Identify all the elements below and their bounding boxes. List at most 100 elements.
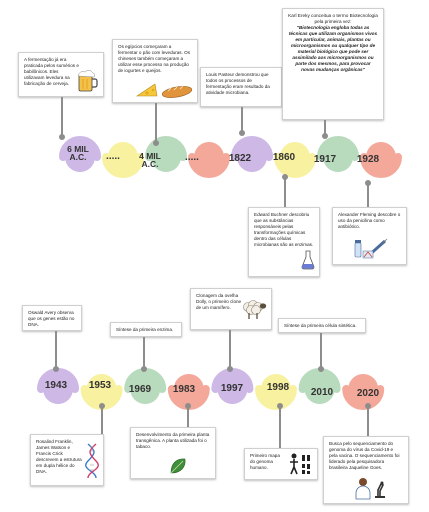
note-text: Louis Pasteur demonstrou que todos os pr… xyxy=(206,72,270,95)
scientist-microscope-icon xyxy=(355,478,385,500)
note-text: Busca pelo sequenciamento do genoma do v… xyxy=(329,441,400,470)
milestone-circle xyxy=(151,142,181,172)
note-1953: Rosalind Franklin, James Watson e Franci… xyxy=(30,434,104,486)
pin-dot xyxy=(226,366,233,372)
timeline-arc xyxy=(360,153,402,178)
pin-1953 xyxy=(101,405,103,434)
timeline-arc xyxy=(317,136,359,161)
pin-dot xyxy=(52,366,59,372)
milestone-circle xyxy=(261,374,291,404)
note-1928: Alexander Fleming descobre o uso da peni… xyxy=(332,207,407,265)
milestone-circle xyxy=(237,142,267,172)
dna-icon xyxy=(85,443,99,479)
milestone-label-1928: 1928 xyxy=(356,154,380,165)
milestone-label-1860: 1860 xyxy=(272,152,296,163)
milestone-circle xyxy=(194,142,224,172)
note-text: A fermentação já era praticada pelos sum… xyxy=(24,57,79,86)
note-1969: Síntese da primeira enzima. xyxy=(110,322,182,337)
milestone-label-6mil: 6 MIL A.C. xyxy=(67,144,89,162)
milestone-label-1917: 1917 xyxy=(313,154,337,165)
pin-dot xyxy=(317,366,324,372)
milestone-circle xyxy=(217,374,248,404)
pin-1928 xyxy=(367,182,369,207)
milestone-label-1983: 1983 xyxy=(172,384,196,395)
milestone-label-dots-1: ..... xyxy=(106,151,120,162)
pin-dot xyxy=(58,134,65,140)
timeline-arc xyxy=(59,136,101,161)
note-text: Edward Buchner descobriu que as substânc… xyxy=(254,212,314,247)
note-1943: Oswald Avery observa que os genes estão … xyxy=(22,305,82,331)
milestone-circle xyxy=(108,142,138,172)
milestone-label-dots-2: ..... xyxy=(185,152,199,163)
timeline-arc xyxy=(102,153,144,178)
flask-icon xyxy=(301,250,315,270)
note-1997: Clonagem da ovelha Dolly, o primeiro clo… xyxy=(190,288,272,330)
milestone-circle xyxy=(366,142,396,172)
pin-dot xyxy=(364,403,371,409)
pin-dot xyxy=(98,403,105,409)
note-text: Primeiro mapa do genoma humano. xyxy=(250,453,280,470)
milestone-label-1997: 1997 xyxy=(220,383,244,394)
timeline-arc xyxy=(37,368,79,393)
timeline-arc xyxy=(231,136,273,161)
human-genome-icon xyxy=(290,453,310,475)
pin-2020 xyxy=(367,405,369,436)
note-1860: Edward Buchner descobriu que as substânc… xyxy=(248,207,320,277)
note-text: Oswald Avery observa que os genes estão … xyxy=(28,310,75,327)
pin-2010 xyxy=(320,333,322,367)
pin-1917 xyxy=(324,120,326,134)
milestone-circle xyxy=(130,374,161,404)
note-1917: Karl Ereky conceitua o termo Biotecnolog… xyxy=(282,8,384,120)
note-text: Clonagem da ovelha Dolly, o primeiro clo… xyxy=(196,293,242,310)
milestone-circle xyxy=(86,374,117,404)
timeline-arc xyxy=(124,368,167,393)
note-4mil: Os egípcios começaram a fermentar o pão … xyxy=(112,39,198,103)
timeline-arc xyxy=(274,153,316,178)
milestone-circle xyxy=(304,374,335,404)
note-1822: Louis Pasteur demonstrou que todos os pr… xyxy=(200,67,282,107)
milestone-circle xyxy=(280,142,310,172)
note-text: Os egípcios começaram a fermentar o pão … xyxy=(118,44,191,73)
milestone-label-1969: 1969 xyxy=(128,384,152,395)
timeline-arc xyxy=(342,385,385,410)
milestone-circle xyxy=(43,374,73,404)
milestone-circle xyxy=(348,374,379,404)
vaccine-icon xyxy=(354,238,388,259)
note-text: Desenvolvimento da primeira planta trans… xyxy=(136,432,210,449)
bread-icon xyxy=(161,85,193,98)
pin-1997 xyxy=(229,330,231,368)
pin-1822 xyxy=(241,107,243,131)
milestone-label-1943: 1943 xyxy=(44,380,68,391)
pin-6mil xyxy=(61,97,63,135)
milestone-circle xyxy=(323,142,353,172)
milestone-label-1953: 1953 xyxy=(88,380,112,391)
note-quote: "Biotecnologia engloba todas as técnicas… xyxy=(288,25,378,72)
milestone-label-2010: 2010 xyxy=(310,387,334,398)
note-text: Síntese da primeira enzima. xyxy=(116,327,174,332)
milestone-label-1998: 1998 xyxy=(266,382,290,393)
note-2010: Síntese da primeira célula sintética. xyxy=(278,318,366,333)
note-text: Rosalind Franklin, James Watson e Franci… xyxy=(36,439,82,474)
pin-dot xyxy=(238,130,245,136)
pin-dot xyxy=(321,133,328,139)
pin-1860 xyxy=(284,176,286,207)
sheep-icon xyxy=(243,300,267,319)
timeline-arc xyxy=(255,385,297,410)
milestone-label-1822: 1822 xyxy=(228,153,252,164)
milestone-circle xyxy=(65,142,95,172)
pin-1969 xyxy=(143,337,145,367)
milestone-label-2020: 2020 xyxy=(356,388,380,399)
beer-mug-icon xyxy=(77,70,98,92)
timeline-arc xyxy=(188,153,230,178)
pin-4mil xyxy=(155,103,157,141)
leaf-icon xyxy=(170,458,186,474)
pin-dot xyxy=(364,180,371,186)
pin-dot xyxy=(140,366,147,372)
note-1983: Desenvolvimento da primeira planta trans… xyxy=(130,427,216,479)
note-6mil: A fermentação já era praticada pelos sum… xyxy=(18,52,104,97)
note-1998: Primeiro mapa do genoma humano. xyxy=(244,448,318,480)
note-text: Síntese da primeira célula sintética. xyxy=(284,323,357,328)
milestone-circle xyxy=(173,374,204,404)
cheese-icon xyxy=(136,83,158,97)
note-intro: Karl Ereky conceitua o termo Biotecnolog… xyxy=(288,13,378,24)
